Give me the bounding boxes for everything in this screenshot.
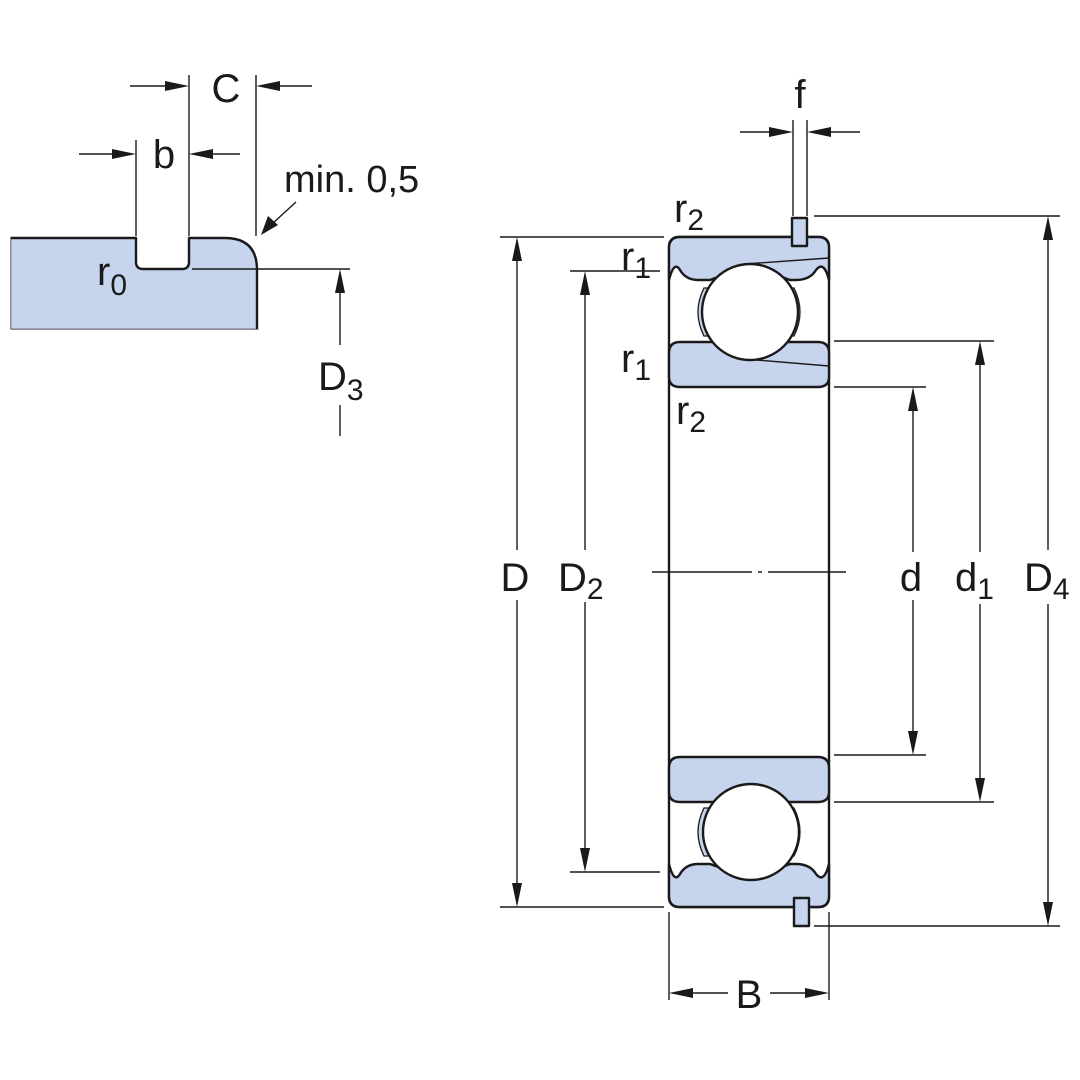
label-d2-sub: 2 [587,573,604,606]
label-r2-top-base: r [674,187,687,231]
dim-width-arrow-left [669,988,693,998]
min-note-leader [271,201,297,225]
label-r1-mid-base: r [621,337,634,381]
groove-detail: C b min. 0,5 r0 D3 [7,67,419,436]
label-r1-top-sub: 1 [634,252,651,285]
label-r0-base: r [97,250,110,294]
top-ball [700,262,800,362]
label-c: C [212,67,241,111]
label-r0: r0 [97,250,127,302]
dim-f-arrow-left [769,127,793,137]
label-d3: D3 [318,355,364,407]
dim-d4-arrow-top [1043,216,1053,240]
dim-d-outer-arrow-bottom [512,883,522,907]
bottom-snap-ring [792,896,811,928]
bearing-section [652,216,846,928]
label-r2-top: r2 [674,187,704,237]
label-r2-mid-sub: 2 [689,406,706,439]
dim-d1-arrow-bottom [975,778,985,802]
label-d2: D2 [558,556,604,606]
dim-d4-arrow-bottom [1043,902,1053,926]
label-d1-base: d [955,556,977,600]
bottom-ball [701,782,801,882]
dim-c-arrow-left [165,81,189,91]
dim-b-arrow-left [112,149,136,159]
label-r0-sub: 0 [110,269,127,302]
label-b: b [153,133,175,177]
dim-width-arrow-right [805,988,829,998]
top-outer-raceway-line [744,257,830,265]
dim-bore-arrow-top [908,387,918,411]
label-r2-mid-base: r [676,389,689,433]
dim-d2-arrow-bottom [580,848,590,872]
label-d3-sub: 3 [347,374,364,407]
label-d3-base: D [318,355,347,399]
label-d-outer: D [501,556,530,600]
label-d4-sub: 4 [1053,573,1070,606]
label-r1-mid: r1 [621,337,651,387]
dim-d1-arrow-top [975,341,985,365]
label-r2-top-sub: 2 [687,204,704,237]
label-r1-top: r1 [621,235,651,285]
bearing-dimensions: f r2 r1 r1 r2 D D2 d [500,73,1070,1017]
top-inner-ring [667,340,831,389]
label-r2-mid: r2 [676,389,706,439]
min-note-arrow [261,216,278,235]
label-d-bore: d [900,556,922,600]
label-d4-base: D [1024,556,1053,600]
top-outer-ring [667,235,831,282]
label-d2-base: D [558,556,587,600]
label-r1-mid-sub: 1 [634,354,651,387]
dim-d3-arrow [335,269,345,293]
bottom-outer-ring [667,862,831,909]
dim-bore-arrow-bottom [908,731,918,755]
dim-f-arrow-right [807,127,831,137]
label-min-note: min. 0,5 [284,159,419,201]
label-d1: d1 [955,556,994,606]
groove-ring-section [8,236,259,332]
dim-d2-arrow-top [580,271,590,295]
label-f: f [794,73,806,117]
label-b-width: B [736,973,763,1017]
dim-b-arrow-right [189,149,213,159]
bottom-inner-ring [667,755,831,804]
top-snap-ring [790,216,809,248]
label-d4: D4 [1024,556,1070,606]
label-r1-top-base: r [621,235,634,279]
dim-d-outer-arrow-top [512,237,522,261]
dim-c-arrow-right [256,81,280,91]
label-d1-sub: 1 [977,573,994,606]
